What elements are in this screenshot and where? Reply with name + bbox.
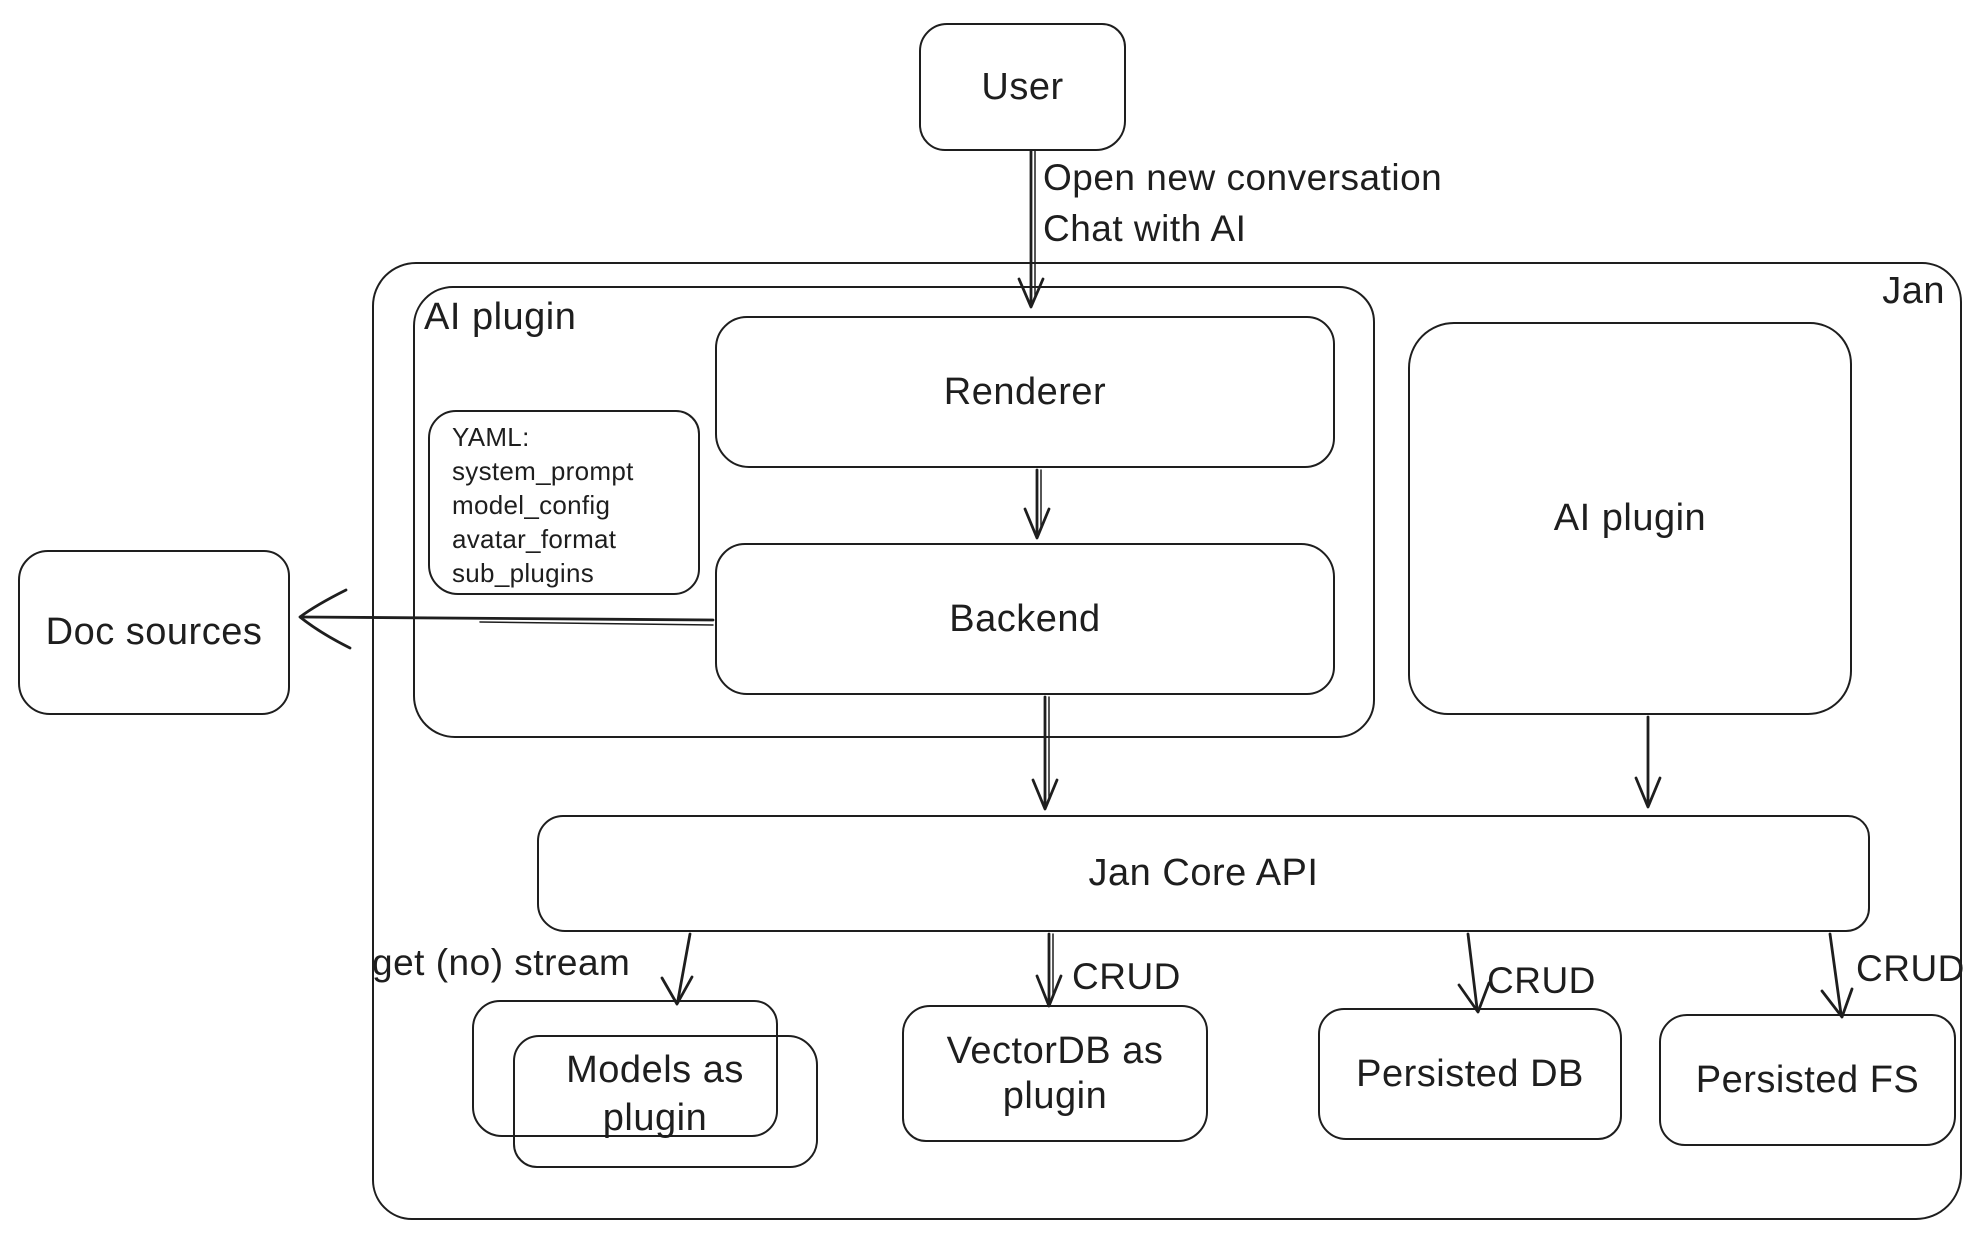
- yaml-note-text: YAML: system_prompt model_config avatar_…: [452, 420, 634, 590]
- backend-node-label: Backend: [949, 597, 1101, 640]
- user-node: User: [919, 23, 1126, 151]
- edge-label-crud-vectordb: CRUD: [1072, 956, 1181, 997]
- vectordb-plugin-label: VectorDB as plugin: [946, 1029, 1164, 1117]
- models-plugin-node-back: [472, 1000, 778, 1137]
- ai-plugin-group-label: AI plugin: [424, 296, 577, 338]
- ai-plugin-group-box: [413, 286, 1375, 738]
- backend-node: Backend: [715, 543, 1335, 695]
- user-node-label: User: [981, 65, 1064, 108]
- persisted-db-label: Persisted DB: [1356, 1052, 1584, 1095]
- edge-label-line: Open new conversation: [1043, 157, 1443, 198]
- models-plugin-node-front: [513, 1035, 818, 1168]
- jan-container-box: [372, 262, 1962, 1220]
- renderer-node-label: Renderer: [943, 370, 1107, 413]
- doc-sources-label: Doc sources: [45, 611, 263, 654]
- jan-core-api-label: Jan Core API: [1088, 852, 1319, 895]
- yaml-line: system_prompt: [452, 456, 634, 486]
- doc-sources-node: Doc sources: [18, 550, 290, 715]
- yaml-line: model_config: [452, 490, 611, 520]
- edge-label-crud-persisted-db: CRUD: [1487, 960, 1596, 1001]
- yaml-line: avatar_format: [452, 524, 617, 554]
- edge-label-user-to-renderer: Open new conversation Chat with AI: [1043, 152, 1442, 254]
- edge-label-get-no-stream: get (no) stream: [372, 942, 631, 983]
- vectordb-plugin-node: VectorDB as plugin: [902, 1005, 1208, 1142]
- yaml-line: sub_plugins: [452, 558, 595, 588]
- renderer-node: Renderer: [715, 316, 1335, 468]
- edge-label-crud-persisted-fs: CRUD: [1856, 948, 1965, 989]
- persisted-db-node: Persisted DB: [1318, 1008, 1622, 1140]
- yaml-line: YAML:: [452, 422, 530, 452]
- jan-container-label: Jan: [1882, 270, 1945, 312]
- edge-label-line: Chat with AI: [1043, 208, 1247, 249]
- ai-plugin-right-label: AI plugin: [1553, 497, 1707, 540]
- persisted-fs-label: Persisted FS: [1695, 1058, 1920, 1101]
- persisted-fs-node: Persisted FS: [1659, 1014, 1956, 1146]
- jan-core-api-node: Jan Core API: [537, 815, 1870, 932]
- models-plugin-label: Models as plugin: [566, 1049, 744, 1139]
- ai-plugin-right-node: AI plugin: [1408, 322, 1852, 715]
- yaml-note-box: [428, 410, 700, 595]
